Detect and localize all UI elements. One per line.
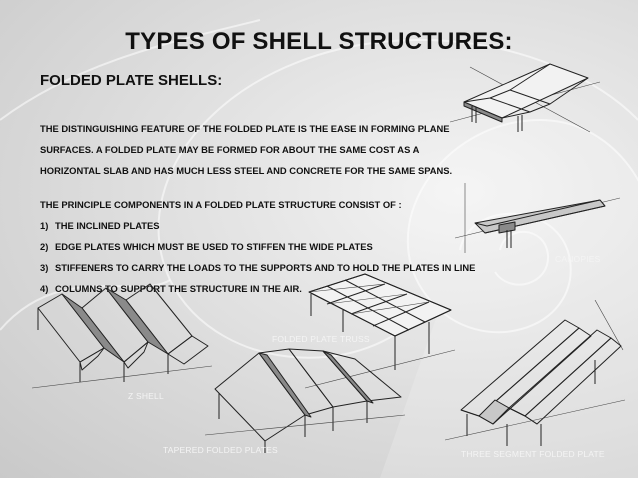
caption-canopies: CANOPIES bbox=[555, 254, 601, 264]
components-intro: THE PRINCIPLE COMPONENTS IN A FOLDED PLA… bbox=[40, 199, 402, 210]
three-segment-folded-plate-sketch bbox=[445, 300, 625, 446]
list-text: STIFFENERS TO CARRY THE LOADS TO THE SUP… bbox=[55, 262, 476, 273]
caption-tapered-folded-plates: TAPERED FOLDED PLATES bbox=[163, 445, 278, 455]
list-text: THE INCLINED PLATES bbox=[55, 220, 160, 231]
list-number: 1) bbox=[40, 220, 49, 231]
list-text: EDGE PLATES WHICH MUST BE USED TO STIFFE… bbox=[55, 241, 373, 252]
list-text: COLUMNS TO SUPPORT THE STRUCTURE IN THE … bbox=[55, 283, 302, 294]
list-number: 2) bbox=[40, 241, 49, 252]
caption-z-shell: Z SHELL bbox=[128, 391, 164, 401]
description-paragraph: THE DISTINGUISHING FEATURE OF THE FOLDED… bbox=[40, 118, 452, 181]
paragraph-line: THE DISTINGUISHING FEATURE OF THE FOLDED… bbox=[40, 123, 450, 134]
folded-plate-roof-sketch bbox=[450, 63, 600, 133]
list-item: 1) THE INCLINED PLATES bbox=[40, 215, 475, 236]
list-item: 4) COLUMNS TO SUPPORT THE STRUCTURE IN TH… bbox=[40, 278, 475, 299]
tapered-folded-plates-sketch bbox=[205, 348, 405, 453]
paragraph-line: HORIZONTAL SLAB AND HAS MUCH LESS STEEL … bbox=[40, 165, 453, 176]
canopy-sketch bbox=[455, 183, 620, 253]
list-item: 2) EDGE PLATES WHICH MUST BE USED TO STIF… bbox=[40, 236, 475, 257]
list-number: 3) bbox=[40, 262, 49, 273]
list-number: 4) bbox=[40, 283, 49, 294]
caption-three-segment-folded-plate: THREE SEGMENT FOLDED PLATE bbox=[461, 449, 605, 459]
paragraph-line: SURFACES. A FOLDED PLATE MAY BE FORMED F… bbox=[40, 144, 420, 155]
z-shell-sketch bbox=[32, 283, 212, 389]
components-list: THE PRINCIPLE COMPONENTS IN A FOLDED PLA… bbox=[40, 194, 475, 299]
slide-title: TYPES OF SHELL STRUCTURES: bbox=[125, 28, 513, 55]
caption-folded-plate-truss: FOLDED PLATE TRUSS bbox=[272, 334, 370, 344]
list-item: 3) STIFFENERS TO CARRY THE LOADS TO THE S… bbox=[40, 257, 475, 278]
section-heading: FOLDED PLATE SHELLS: bbox=[40, 72, 223, 89]
folded-plate-truss-sketch bbox=[305, 273, 455, 389]
